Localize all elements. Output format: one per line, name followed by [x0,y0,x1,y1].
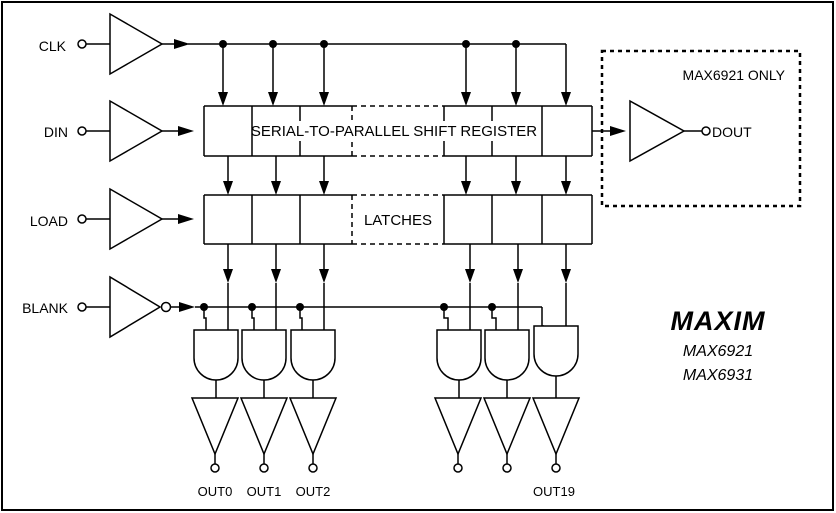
register-to-latch-wires [223,156,571,195]
blank-pin [77,302,87,312]
din-label: DIN [44,124,68,140]
part-number-1: MAX6921 [683,343,753,360]
latches: LATCHES [203,194,593,245]
load-label: LOAD [30,213,68,229]
din-pin [77,126,87,136]
output-labels: OUT0 OUT1 OUT2 OUT19 [198,484,575,499]
out0-label: OUT0 [198,484,233,499]
and-gate-19 [533,325,579,377]
load-buffer [109,187,164,251]
dout-section: MAX6921 ONLY DOUT [592,49,802,208]
out17-pin [453,463,463,473]
out1-label: OUT1 [247,484,282,499]
dout-buffer [629,99,686,163]
and-gate-1 [241,329,287,381]
out2-label: OUT2 [296,484,331,499]
out2-pin [308,463,318,473]
output-driver-0 [190,397,240,456]
dout-pin [701,126,711,136]
and-gate-2 [290,329,336,381]
output-driver-2 [288,397,338,456]
out1-pin [259,463,269,473]
latches-label: LATCHES [364,212,432,229]
output-drivers [190,397,581,473]
clk-taps [218,40,571,106]
dout-label: DOUT [712,124,752,140]
blank-inverter-bubble [160,301,172,313]
output-driver-18 [482,397,532,456]
output-driver-19 [531,397,581,456]
clk-label: CLK [39,38,67,54]
shift-register: SERIAL-TO-PARALLEL SHIFT REGISTER [203,105,593,157]
max6921-only-label: MAX6921 ONLY [683,67,786,83]
out18-pin [502,463,512,473]
part-number-2: MAX6931 [683,367,753,384]
and-gates [193,325,579,381]
load-pin [77,214,87,224]
brand-block: MAXIM MAX6921 MAX6931 [671,306,766,384]
clk-pin [77,39,87,49]
blank-input: BLANK [22,275,544,339]
maxim-logo: MAXIM [671,306,766,336]
blank-label: BLANK [22,300,69,316]
output-driver-17 [433,397,483,456]
latch-to-gate-wires [223,244,571,330]
out0-pin [210,463,220,473]
and-gate-17 [436,329,482,381]
blank-inverter [109,275,162,339]
din-buffer [109,99,164,163]
and-gate-0 [193,329,239,381]
and-gate-18 [484,329,530,381]
max6921-only-box [600,49,802,208]
load-input: LOAD [30,187,194,251]
gate-to-driver-wires [215,376,557,398]
clk-input: CLK [39,12,566,76]
out19-pin [551,463,561,473]
out19-label: OUT19 [533,484,575,499]
output-driver-1 [239,397,289,456]
din-input: DIN [44,99,194,163]
clk-buffer [109,12,164,76]
shift-register-label: SERIAL-TO-PARALLEL SHIFT REGISTER [251,123,537,140]
